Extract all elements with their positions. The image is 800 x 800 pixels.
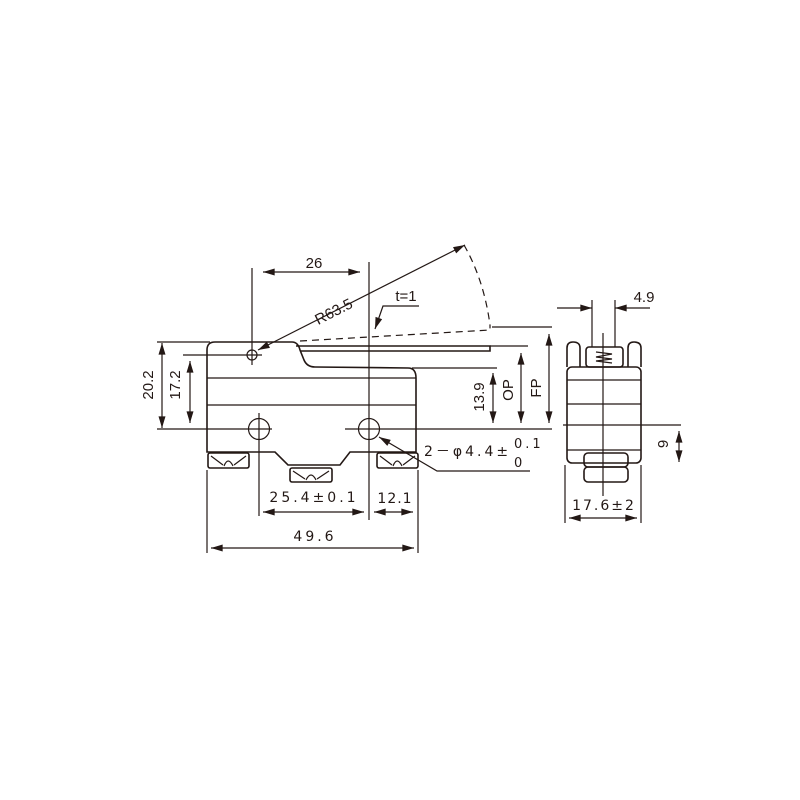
dim-label-fp: FP <box>528 378 545 397</box>
lever-plate <box>296 345 491 352</box>
leader-thickness <box>374 305 419 330</box>
dim-label-hole-tol-lower: 0 <box>514 456 525 471</box>
plunger-housing <box>585 346 624 368</box>
dim-label-17-2: 17.2 <box>167 370 184 399</box>
dim-label-hole-tol-upper: 0.1 <box>514 437 544 452</box>
side-nut-upper <box>583 452 629 468</box>
dim-label-20-2: 20.2 <box>140 370 157 399</box>
side-cap-left <box>566 341 581 367</box>
dim-arrow-radius <box>257 244 466 351</box>
dim-label-thickness: t=1 <box>395 288 416 305</box>
leader-hole-spec <box>378 436 530 472</box>
dim-label-radius: R63.5 <box>312 295 355 328</box>
dim-label-49-6: 49.6 <box>293 529 336 545</box>
front-view: 26 R63.5 t=1 20.2 17.2 13.9 OP FP 2－φ4.4… <box>140 244 553 553</box>
dim-label-4-9: 4.9 <box>634 289 655 306</box>
dim-label-9: 9 <box>655 440 672 448</box>
switch-body-outline <box>206 341 417 466</box>
lever-swing-arc-dashed <box>463 244 491 326</box>
spring-icon <box>595 351 613 364</box>
dim-label-25-4: 25.4±0.1 <box>269 490 358 506</box>
side-view: 4.9 17.6±2 9 <box>557 289 683 523</box>
side-body <box>566 366 642 464</box>
dim-label-hole-spec: 2－φ4.4± <box>424 444 511 460</box>
dim-label-26: 26 <box>306 255 323 272</box>
dim-label-op: OP <box>500 379 517 401</box>
dim-label-17-6: 17.6±2 <box>572 498 636 514</box>
terminal-middle <box>289 467 333 483</box>
terminal-left <box>207 452 250 469</box>
terminal-right <box>376 452 419 469</box>
lever-actuated-dashed <box>299 325 491 342</box>
dim-label-13-9: 13.9 <box>471 382 488 411</box>
dim-label-12-1: 12.1 <box>377 491 412 507</box>
side-nut-lower <box>583 466 629 483</box>
side-cap-right <box>627 341 642 367</box>
